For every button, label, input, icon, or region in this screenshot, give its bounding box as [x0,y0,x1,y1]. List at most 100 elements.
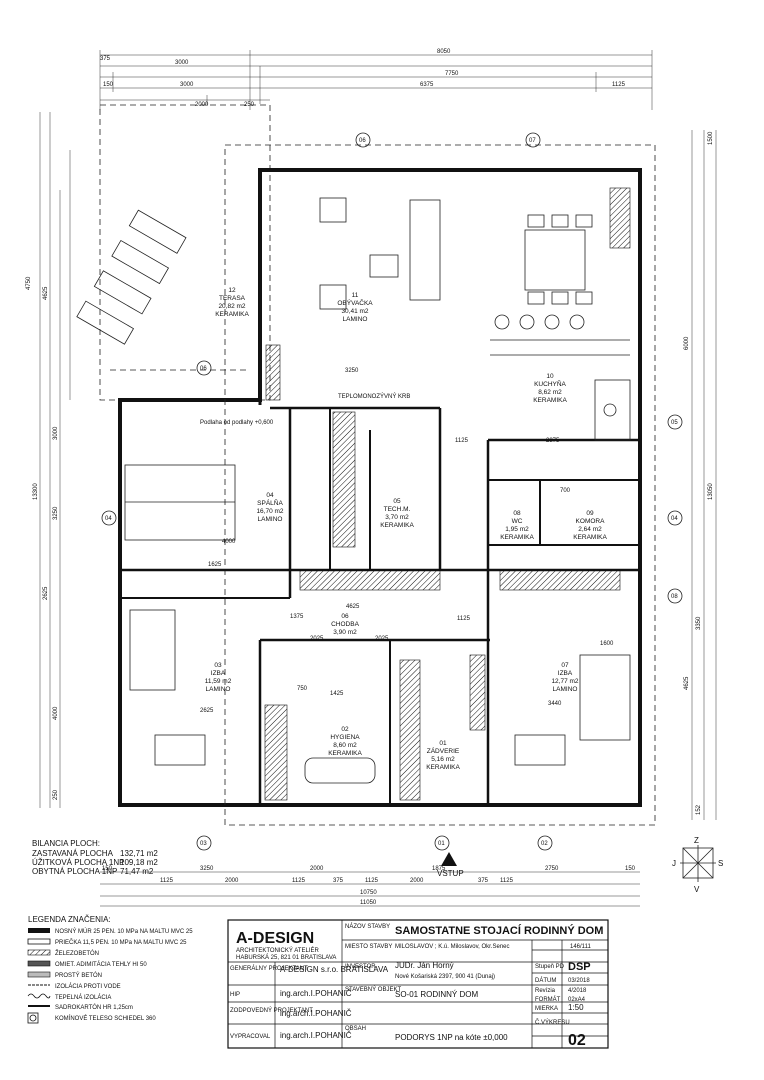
svg-text:ARCHITEKTONICKÝ ATELIÉR: ARCHITEKTONICKÝ ATELIÉR [236,947,319,954]
svg-text:HABURSKÁ 25, 821 01 BRATISLAVA: HABURSKÁ 25, 821 01 BRATISLAVA [236,954,336,961]
svg-text:11050: 11050 [360,900,377,906]
svg-text:TEPELNÁ IZOLÁCIA: TEPELNÁ IZOLÁCIA [55,994,111,1001]
svg-text:4000: 4000 [222,539,236,545]
svg-text:ZÁDVERIE: ZÁDVERIE [427,746,460,755]
svg-text:FORMÁT: FORMÁT [535,996,561,1003]
svg-text:08: 08 [513,510,521,517]
svg-text:ÚŽITKOVÁ PLOCHA 1NP: ÚŽITKOVÁ PLOCHA 1NP [32,858,124,867]
dim-top-375: 375 [100,56,111,62]
svg-text:02xA4: 02xA4 [568,997,586,1003]
svg-text:1625: 1625 [208,562,222,568]
dim-top-150: 150 [103,82,114,88]
svg-text:OMIET. ADIMITÁCIA TEHLY HI 50: OMIET. ADIMITÁCIA TEHLY HI 50 [55,961,147,968]
svg-text:LAMINO: LAMINO [553,686,578,693]
svg-text:1125: 1125 [457,616,471,622]
building-name: SAMOSTATNE STOJACÍ RODINNÝ DOM [395,924,603,937]
svg-text:2750: 2750 [545,866,559,872]
svg-text:Revízia: Revízia [535,988,556,994]
svg-text:DSP: DSP [568,961,591,973]
svg-text:ZODPOVEDNÝ PROJEKTANT: ZODPOVEDNÝ PROJEKTANT [230,1007,313,1014]
svg-text:4625: 4625 [346,604,360,610]
svg-text:MIESTO STAVBY: MIESTO STAVBY [345,944,392,950]
svg-text:ŽELEZOBETÓN: ŽELEZOBETÓN [55,949,99,957]
svg-text:KERAMIKA: KERAMIKA [328,750,362,757]
dim-top-3000: 3000 [175,60,189,66]
svg-text:MILOSLAVOV ; K.ú. Miloslavov,: MILOSLAVOV ; K.ú. Miloslavov, Okr.Senec [395,944,510,950]
svg-text:06: 06 [341,613,349,620]
svg-text:700: 700 [560,488,571,494]
svg-text:KERAMIKA: KERAMIKA [215,311,249,318]
svg-text:1,95 m2: 1,95 m2 [505,526,529,533]
svg-text:KOMORA: KOMORA [576,518,606,525]
dim-top-6375: 6375 [420,82,434,88]
svg-text:150: 150 [625,866,636,872]
svg-text:KERAMIKA: KERAMIKA [426,764,460,771]
company-logo: A-DESIGN [236,930,314,947]
svg-text:02: 02 [341,726,349,733]
svg-text:IZBA: IZBA [558,670,573,677]
svg-text:KERAMIKA: KERAMIKA [500,534,534,541]
svg-text:3,90 m2: 3,90 m2 [333,629,357,636]
svg-text:S: S [718,859,723,868]
svg-text:20,82 m2: 20,82 m2 [218,303,245,310]
dim-left-13300: 13300 [33,483,39,500]
svg-text:Č.VÝKRESU: Č.VÝKRESU [535,1019,570,1026]
svg-text:SPÁLŇA: SPÁLŇA [257,498,283,507]
svg-text:2025: 2025 [310,636,324,642]
svg-text:WC: WC [512,518,523,525]
svg-text:03/2018: 03/2018 [568,978,590,984]
svg-text:2025: 2025 [375,636,389,642]
svg-text:VYPRACOVAL: VYPRACOVAL [230,1034,271,1040]
svg-text:1875: 1875 [432,866,446,872]
interior-dimensions: 3250 2875 1125 4000 1625 1375 4625 2025 … [200,368,614,714]
svg-text:150: 150 [102,866,113,872]
svg-text:HYGIENA: HYGIENA [330,734,360,741]
svg-text:NOSNÝ MÚR 25 PEN. 10 MPa NA MA: NOSNÝ MÚR 25 PEN. 10 MPa NA MALTU MVC 25 [55,928,193,935]
svg-text:2000: 2000 [310,866,324,872]
entry-label: VSTUP [437,869,464,878]
svg-text:1125: 1125 [455,438,469,444]
svg-text:30,41 m2: 30,41 m2 [341,308,368,315]
svg-text:1375: 1375 [290,614,304,620]
svg-text:10: 10 [546,373,554,380]
svg-text:5,16 m2: 5,16 m2 [431,756,455,763]
area-balance: BILANCIA PLOCH: ZASTAVANÁ PLOCHA 132,71 … [32,839,158,876]
svg-text:1125: 1125 [292,878,306,884]
svg-text:1125: 1125 [365,878,379,884]
top-dimensions: 8050 3000 7750 150 3000 6375 1125 2000 2… [99,49,653,110]
svg-text:1125: 1125 [160,878,174,884]
room-09: 09 KOMORA 2,64 m2 KERAMIKA [573,510,607,541]
axis-08-right: 08 [671,594,678,600]
svg-text:IZBA: IZBA [211,670,226,677]
svg-text:3,70 m2: 3,70 m2 [385,514,409,521]
room-05: 05 TECH.M. 3,70 m2 KERAMIKA [380,498,414,529]
svg-text:4/2018: 4/2018 [568,988,587,994]
svg-text:375: 375 [478,878,489,884]
room-07: 07 IZBA 12,77 m2 LAMINO [551,662,578,693]
compass: Z J S V [672,836,723,894]
room-01: 01 ZÁDVERIE 5,16 m2 KERAMIKA [426,740,460,771]
room-06: 06 CHODBA 3,90 m2 [331,613,359,636]
svg-text:KERAMIKA: KERAMIKA [573,534,607,541]
dim-left-4625: 4625 [43,286,49,300]
svg-text:TECH.M.: TECH.M. [384,506,411,513]
dim-left-4750: 4750 [26,276,32,290]
svg-text:SO-01 RODINNÝ DOM: SO-01 RODINNÝ DOM [395,990,478,999]
svg-text:ing.arch.I.POHANIČ: ing.arch.I.POHANIČ [280,989,352,998]
svg-text:2000: 2000 [225,878,239,884]
svg-text:NÁZOV STAVBY: NÁZOV STAVBY [345,923,390,930]
room-03: 03 IZBA 11,59 m2 LAMINO [205,662,232,693]
room-02: 02 HYGIENA 8,60 m2 KERAMIKA [328,726,362,757]
svg-text:CHODBA: CHODBA [331,621,359,628]
svg-text:MIERKA: MIERKA [535,1006,558,1012]
svg-text:2,64 m2: 2,64 m2 [578,526,602,533]
svg-text:LAMINO: LAMINO [258,516,283,523]
svg-text:LEGENDA ZNAČENIA:: LEGENDA ZNAČENIA: [28,915,111,924]
room-labels: 11 OBÝVAČKA 30,41 m2 LAMINO 10 KUCHYŇA 8… [205,287,608,771]
dim-left-4000: 4000 [53,706,59,720]
room-04: 04 SPÁLŇA 16,70 m2 LAMINO [256,492,283,523]
svg-text:KERAMIKA: KERAMIKA [380,522,414,529]
svg-text:Z: Z [694,836,699,845]
axis-04-left: 04 [105,516,112,522]
dim-left-3250: 3250 [53,506,59,520]
